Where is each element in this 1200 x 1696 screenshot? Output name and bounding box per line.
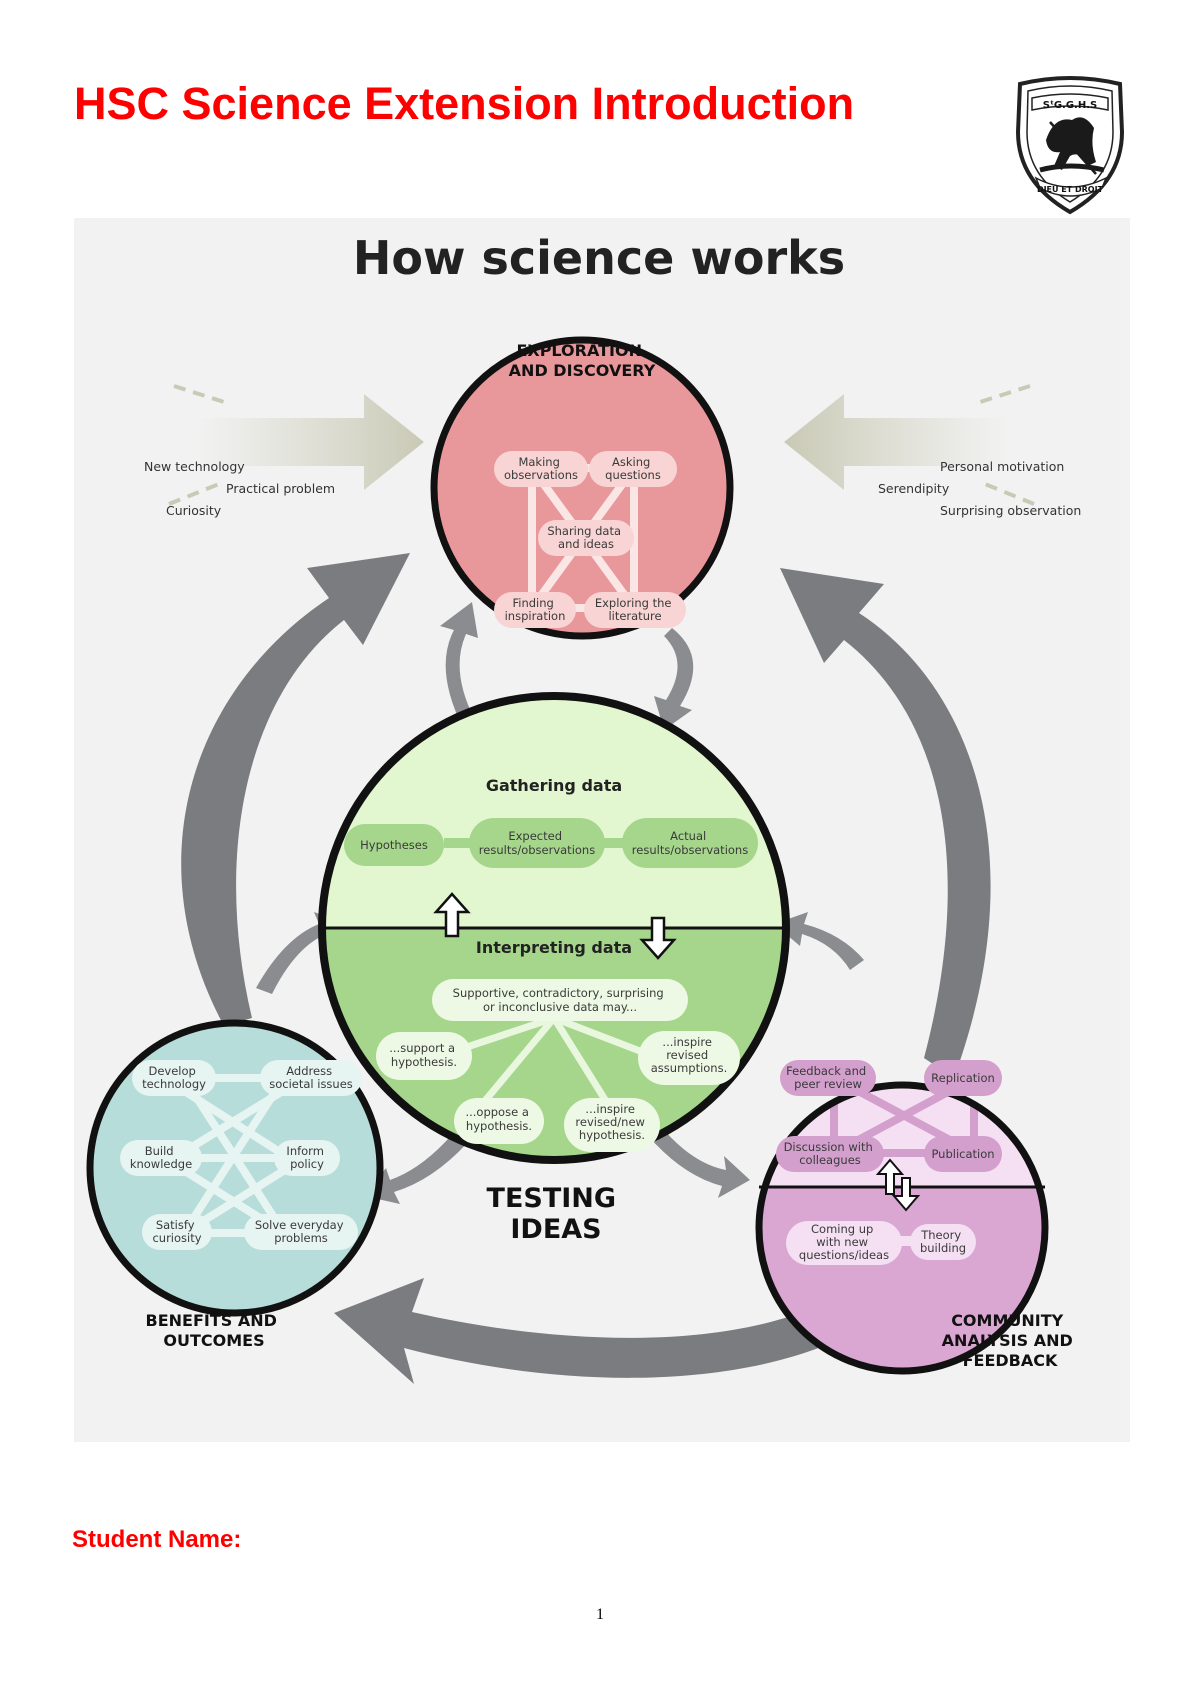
- node-making-observations: Making observations: [504, 455, 578, 482]
- node-theory-building: Theory building: [920, 1228, 966, 1255]
- exploration-circle: [430, 336, 734, 640]
- community-heading: COMMUNITY ANALYSIS AND FEEDBACK: [942, 1311, 1079, 1370]
- node-address-societal-issues: Address societal issues: [269, 1064, 353, 1091]
- svg-text:SᵗG.G.H.S: SᵗG.G.H.S: [1043, 100, 1097, 111]
- node-revised-assumptions: ...inspire revised assumptions.: [651, 1035, 728, 1075]
- benefits-heading: BENEFITS AND OUTCOMES: [146, 1311, 283, 1350]
- node-data-intro: Supportive, contradictory, surprising or…: [453, 986, 668, 1014]
- student-name-label: Student Name:: [72, 1526, 242, 1553]
- node-revised-new-hypothesis: ...inspire revised/new hypothesis.: [575, 1102, 648, 1142]
- testing-circle: [318, 692, 790, 1164]
- page-number: 1: [596, 1606, 604, 1623]
- node-hypotheses: Hypotheses: [360, 838, 428, 852]
- node-actual-results: Actual results/observations: [632, 829, 748, 857]
- left-input-label: New technology: [144, 459, 245, 474]
- input-arrow-left: [168, 384, 424, 506]
- right-input-label: Surprising observation: [940, 503, 1081, 518]
- benefits-circle: [86, 1019, 384, 1317]
- node-oppose-hypothesis: ...oppose a hypothesis.: [465, 1105, 532, 1133]
- right-input-label: Serendipity: [878, 481, 950, 496]
- svg-text:DIEU ET DROIT: DIEU ET DROIT: [1037, 185, 1104, 194]
- node-support-hypothesis: ...support a hypothesis.: [389, 1041, 458, 1069]
- node-exploring-literature: Exploring the literature: [595, 596, 675, 623]
- node-sharing-data: Sharing data and ideas: [547, 524, 624, 551]
- gathering-data-title: Gathering data: [486, 776, 622, 795]
- node-finding-inspiration: Finding inspiration: [505, 596, 566, 623]
- node-develop-technology: Develop technology: [142, 1064, 206, 1091]
- left-input-label: Curiosity: [166, 503, 222, 518]
- left-input-label: Practical problem: [226, 481, 335, 496]
- testing-ideas-heading: TESTING IDEAS: [487, 1183, 626, 1245]
- cycle-arrows: [181, 553, 991, 1384]
- right-input-label: Personal motivation: [940, 459, 1064, 474]
- node-build-knowledge: Build knowledge: [130, 1144, 192, 1171]
- input-arrow-right: [784, 384, 1035, 506]
- node-discussion-colleagues: Discussion with colleagues: [784, 1140, 877, 1167]
- node-coming-up-questions: Coming up with new questions/ideas: [799, 1222, 889, 1262]
- node-asking-questions: Asking questions: [605, 455, 661, 482]
- node-inform-policy: Inform policy: [286, 1144, 327, 1171]
- school-crest-logo: SᵗG.G.H.S DIEU ET DROIT: [1010, 70, 1130, 220]
- node-expected-results: Expected results/observations: [479, 829, 595, 857]
- exploration-heading: EXPLORATION AND DISCOVERY: [509, 341, 656, 380]
- node-satisfy-curiosity: Satisfy curiosity: [152, 1218, 201, 1245]
- interpreting-data-title: Interpreting data: [476, 938, 632, 957]
- how-science-works-diagram: How science works New technology Practic…: [74, 218, 1130, 1442]
- node-solve-everyday-problems: Solve everyday problems: [255, 1218, 347, 1245]
- node-publication: Publication: [931, 1147, 994, 1161]
- diagram-title: How science works: [353, 231, 845, 285]
- node-feedback-peer-review: Feedback and peer review: [786, 1064, 870, 1091]
- node-replication: Replication: [931, 1071, 995, 1085]
- document-title: HSC Science Extension Introduction: [74, 78, 855, 129]
